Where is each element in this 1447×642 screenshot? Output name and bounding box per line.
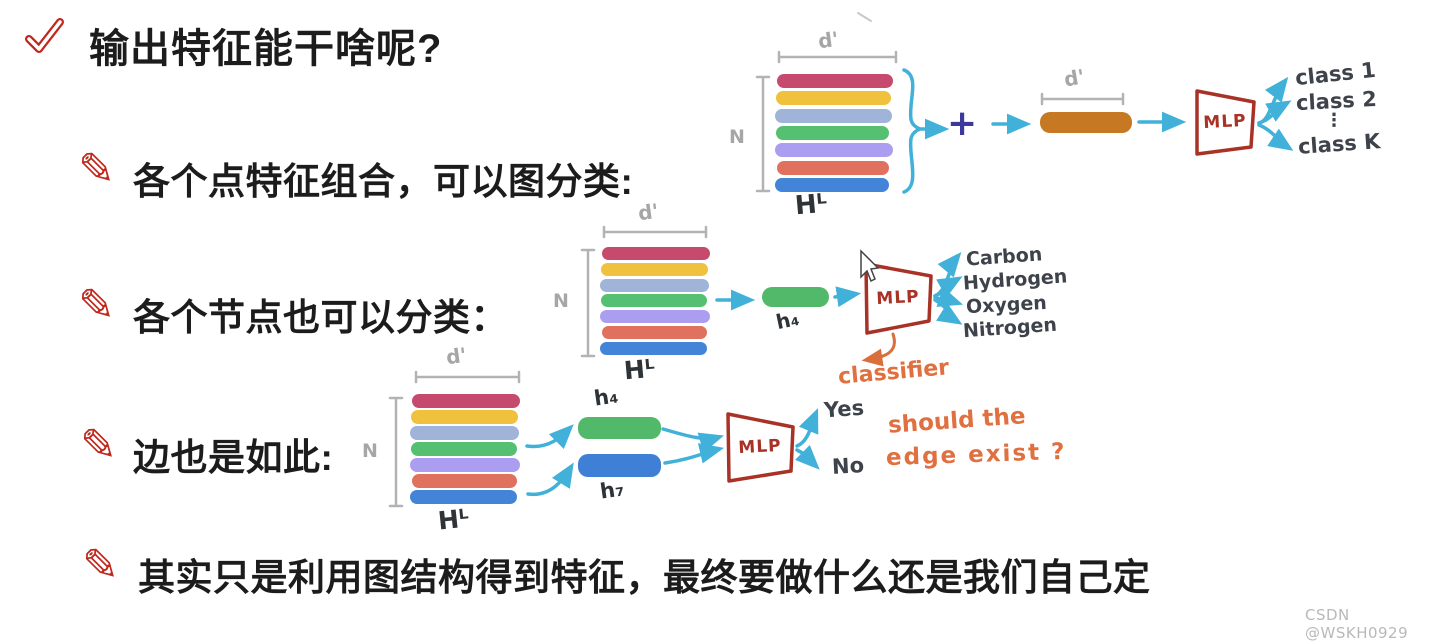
output-label: No bbox=[831, 453, 865, 479]
classifier-annotation: classifier bbox=[837, 355, 951, 390]
bullet-summary: 其实只是利用图结构得到特征，最终要做什么还是我们自己定 bbox=[138, 557, 1151, 598]
bullet-edge-classification: 边也是如此: bbox=[133, 437, 334, 478]
mlp-label: MLP bbox=[875, 286, 921, 310]
feature-row bbox=[412, 394, 520, 408]
feature-row bbox=[777, 74, 893, 88]
edge-node-vector bbox=[578, 417, 661, 439]
bullet-node-classification: 各个节点也可以分类： bbox=[133, 297, 508, 338]
rows-label: N bbox=[729, 126, 745, 148]
check-icon bbox=[22, 16, 66, 63]
feature-row bbox=[600, 341, 707, 355]
feature-row bbox=[775, 143, 893, 158]
feature-row bbox=[777, 160, 890, 175]
dim-label: d' bbox=[816, 26, 841, 54]
ellipsis: ⋮ bbox=[1325, 110, 1343, 131]
feature-row bbox=[411, 410, 518, 424]
vector-label: h₄ bbox=[592, 383, 620, 411]
feature-row bbox=[602, 247, 710, 260]
feature-row bbox=[776, 125, 890, 140]
matrix-label: Hᴸ bbox=[436, 503, 471, 536]
edge-question-line2: edge exist ? bbox=[885, 438, 1067, 472]
dim-label: d' bbox=[1062, 64, 1087, 92]
rows-label: N bbox=[362, 440, 378, 462]
class-label: class K bbox=[1297, 129, 1382, 159]
pencil-icon: ✎ bbox=[78, 280, 115, 331]
output-label: Nitrogen bbox=[962, 313, 1058, 343]
output-label: Yes bbox=[823, 395, 865, 423]
feature-row bbox=[776, 91, 891, 106]
feature-row bbox=[410, 490, 517, 504]
pooled-vector bbox=[1040, 112, 1132, 133]
pencil-icon: ✎ bbox=[80, 420, 117, 471]
watermark: CSDN @WSKH0929 bbox=[1305, 606, 1409, 642]
bullet-graph-classification: 各个点特征组合，可以图分类: bbox=[133, 161, 634, 202]
matrix-label: Hᴸ bbox=[793, 188, 829, 222]
feature-row bbox=[410, 458, 520, 472]
feature-row bbox=[410, 426, 519, 440]
feature-matrix bbox=[410, 394, 520, 504]
page-title: 输出特征能干啥呢? bbox=[89, 27, 443, 71]
feature-row bbox=[600, 278, 709, 292]
dim-label: d' bbox=[636, 198, 661, 226]
feature-row bbox=[600, 310, 710, 324]
rows-label: N bbox=[553, 290, 569, 312]
feature-matrix bbox=[600, 247, 710, 355]
feature-row bbox=[775, 108, 892, 123]
matrix-label: Hᴸ bbox=[622, 353, 657, 386]
feature-matrix bbox=[775, 74, 893, 192]
feature-row bbox=[601, 262, 708, 276]
curly-brace bbox=[902, 68, 925, 194]
class-label: class 1 bbox=[1293, 57, 1377, 91]
pencil-icon: ✎ bbox=[82, 540, 119, 591]
vector-label: h₇ bbox=[598, 476, 626, 504]
classifier-arrow bbox=[861, 332, 896, 367]
feature-row bbox=[601, 294, 707, 308]
sum-plus-sign: + bbox=[947, 103, 978, 144]
node-vector bbox=[762, 287, 829, 307]
output-label: Carbon bbox=[965, 243, 1044, 271]
mlp-label: MLP bbox=[1202, 110, 1248, 134]
mlp-label: MLP bbox=[737, 435, 783, 459]
mouse-cursor-icon bbox=[860, 249, 880, 283]
feature-row bbox=[412, 474, 517, 488]
edge-question-line1: should the bbox=[887, 403, 1027, 439]
feature-row bbox=[602, 326, 707, 340]
feature-row bbox=[411, 442, 517, 456]
edge-node-vector bbox=[578, 454, 661, 477]
dim-label: d' bbox=[444, 342, 469, 370]
vector-label: h₄ bbox=[773, 305, 802, 335]
pencil-icon: ✎ bbox=[78, 144, 115, 195]
feature-row bbox=[775, 177, 890, 192]
